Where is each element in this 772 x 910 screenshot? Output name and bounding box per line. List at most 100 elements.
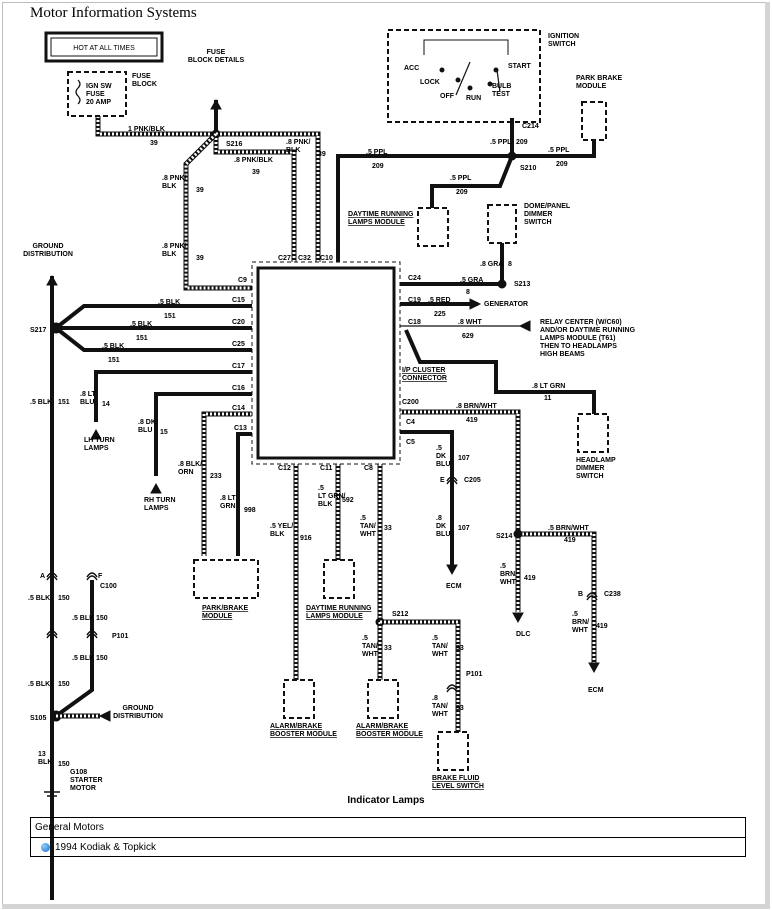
page-title: Motor Information Systems [30, 5, 197, 21]
wire-s210-c10 [336, 154, 512, 262]
park-brake-module-bottom-box [193, 559, 259, 599]
label-dlc: DLC [516, 631, 530, 638]
label-w-8blk-orn: .8 BLK/ORN [178, 461, 202, 476]
label-lock: LOCK [420, 79, 440, 86]
wire-s216-right-hatch [216, 132, 320, 262]
label-w-209-c: 209 [456, 189, 468, 196]
label-a-label: A [40, 573, 45, 580]
wire-s214-ecm [518, 531, 597, 664]
connector-c100-a-b [46, 575, 58, 581]
ignition-contact-1 [455, 77, 461, 83]
label-w-150-c: 150 [96, 655, 108, 662]
label-w-5gra: .5 GRA [460, 277, 483, 284]
label-w-39-a: 39 [150, 140, 158, 147]
label-c205: C205 [464, 477, 481, 484]
label-w-5blk-c: .5 BLK [102, 343, 124, 350]
label-w-107-b: 107 [458, 525, 470, 532]
label-w-8ltgrn: .8 LT GRN [532, 383, 565, 390]
page-shadow-bottom [2, 904, 770, 909]
label-w-151-c: 151 [108, 357, 120, 364]
label-c16: C16 [232, 385, 245, 392]
label-w-5ppl-c: .5 PPL [450, 175, 472, 182]
label-w-8-b: 8 [466, 289, 470, 296]
label-w-150-e: 150 [58, 761, 70, 768]
label-c32: C32 [298, 255, 311, 262]
label-w-8brnwht: .8 BRN/WHT [456, 403, 498, 410]
label-c10: C10 [320, 255, 333, 262]
label-run: RUN [466, 95, 481, 102]
label-w-151-b: 151 [136, 335, 148, 342]
label-w-419-a: 419 [466, 417, 478, 424]
label-w-5yel-blk: .5 YEL/BLK [270, 523, 293, 538]
ip-cluster-outline [251, 261, 401, 465]
rh-turn-arrow [150, 482, 162, 494]
label-acc: ACC [404, 65, 419, 72]
label-c19: C19 [408, 297, 421, 304]
label-w-5ppl-right: .5 PPL [548, 147, 570, 154]
label-c14: C14 [232, 405, 245, 412]
label-w-39-b: 39 [252, 169, 260, 176]
connector-c100-b-b [86, 575, 98, 581]
generator-arrow [469, 298, 482, 310]
label-c20: C20 [232, 319, 245, 326]
label-c13: C13 [234, 425, 247, 432]
label-s210: S210 [520, 165, 536, 172]
label-w-8gra: .8 GRA [480, 261, 503, 268]
drl-module-top-box [417, 207, 449, 247]
label-w-39-c: 39 [318, 151, 326, 158]
label-c11: C11 [320, 465, 333, 472]
label-w-209-b: 209 [372, 163, 384, 170]
page-shadow-right [765, 2, 770, 908]
label-w-5ppl-209-a: .5 PPL [490, 139, 512, 146]
label-w-39-d: 39 [196, 187, 204, 194]
vehicle-row[interactable]: 1994 Kodiak & Topkick [31, 837, 745, 856]
label-hot-at-all-times: HOT AT ALL TIMES [73, 45, 135, 52]
connector-c238 [586, 592, 598, 598]
vehicle-text[interactable]: 1994 Kodiak & Topkick [55, 842, 156, 853]
connector-p101-a [46, 630, 58, 636]
label-w-8pnk-blk-e: .8 PNK/BLK [162, 243, 187, 258]
label-c18: C18 [408, 319, 421, 326]
park-brake-module-top-box [581, 101, 607, 141]
ignition-contact-0 [439, 67, 445, 73]
label-off: OFF [440, 93, 455, 100]
label-s216: S216 [226, 141, 242, 148]
ignition-switch-bar [423, 39, 509, 55]
alarm-brake-booster-b-box [367, 679, 399, 719]
label-w-419-b: 419 [564, 537, 576, 544]
label-w-5blk-b: .5 BLK [130, 321, 152, 328]
label-w-998: 998 [244, 507, 256, 514]
label-w-8pnk-blk-c: .8 PNK/BLK [286, 139, 311, 154]
label-c4: C4 [406, 419, 415, 426]
label-w-209-right: 209 [556, 161, 568, 168]
label-c17: C17 [232, 363, 245, 370]
wire-c25-s217 [54, 326, 252, 352]
wire-fuse-to-s216-hatch [96, 116, 216, 136]
label-w-33-d: 33 [456, 705, 464, 712]
label-f-label: F [98, 573, 103, 580]
label-w-233: 233 [210, 473, 222, 480]
connector-c205-b [446, 479, 458, 485]
label-w-33-c: 33 [456, 645, 464, 652]
diagram-caption: Indicator Lamps [347, 795, 425, 806]
label-c27: C27 [278, 255, 291, 262]
ground-symbol [44, 791, 60, 801]
label-w-5brnwht: .5 BRN/WHT [548, 525, 590, 532]
connector-p101-b [446, 684, 458, 690]
label-w-33-a: 33 [384, 525, 392, 532]
